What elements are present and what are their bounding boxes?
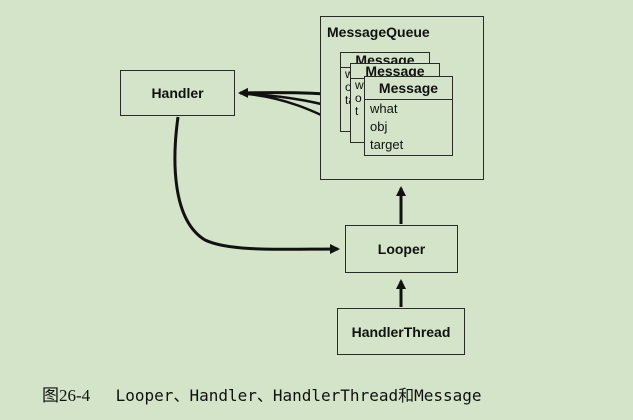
handler-to-looper-arrow xyxy=(173,116,340,255)
looper-box: Looper xyxy=(345,225,458,273)
message-field-target: target xyxy=(370,137,404,152)
message-queue-title: MessageQueue xyxy=(327,24,430,40)
figure-caption: 图26-4 Looper、Handler、HandlerThread和Messa… xyxy=(42,381,482,406)
message-field: o xyxy=(355,91,362,105)
message-field-obj: obj xyxy=(370,119,388,134)
handler-label: Handler xyxy=(151,85,204,101)
message-title: Message xyxy=(365,77,452,100)
looper-label: Looper xyxy=(377,241,426,257)
message-field: t xyxy=(355,104,359,118)
message-box-front: Message what obj target xyxy=(364,76,453,156)
figure-number: 图26-4 xyxy=(42,386,91,405)
handler-thread-label: HandlerThread xyxy=(351,323,451,340)
message-field: w xyxy=(355,78,364,92)
figure-caption-text: Looper、Handler、HandlerThread和Message xyxy=(115,386,482,405)
handler-thread-box: HandlerThread xyxy=(337,308,465,355)
message-field-what: what xyxy=(370,101,398,116)
handler-box: Handler xyxy=(120,70,235,116)
